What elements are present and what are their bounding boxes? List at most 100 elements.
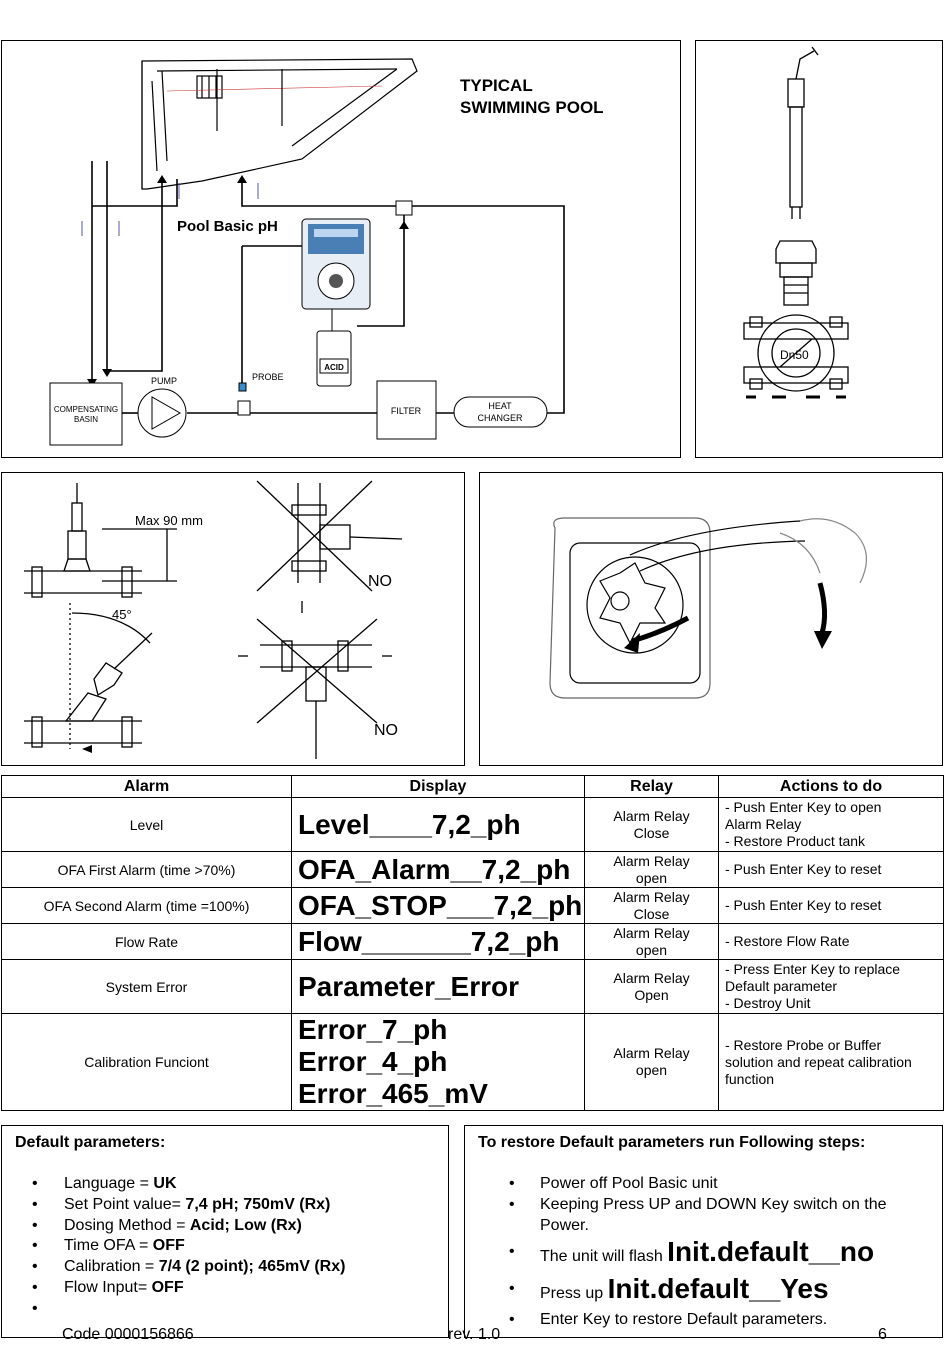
pool-illustration — [141, 58, 418, 190]
list-item: • Enter Key to restore Default parameters… — [465, 1310, 935, 1331]
probe-clamp-panel: Dn50 — [695, 40, 943, 458]
bullet-icon: • — [32, 1216, 38, 1234]
display-text: Level____7,2_ph — [298, 808, 521, 840]
step-text: Keeping Press UP and DOWN Key switch on … — [540, 1195, 887, 1213]
footer-page-number: 6 — [878, 1326, 887, 1343]
install-angle-drawing: Max 90 mm 45° NO NO — [24, 480, 403, 759]
header-actions: Actions to do — [718, 775, 944, 798]
compensating-basin — [49, 382, 123, 446]
list-item: • Time OFA = OFF — [2, 1236, 442, 1257]
relay-line: Alarm Relay — [613, 888, 690, 905]
display-text: Error_7_ph — [298, 1014, 448, 1045]
relay-line: open — [635, 869, 668, 886]
step-text: Press up — [540, 1285, 608, 1303]
restore-steps-title: To restore Default parameters run Follow… — [478, 1134, 866, 1151]
relay-line: Close — [633, 824, 670, 841]
display-text: OFA_Alarm__7,2_ph — [298, 853, 571, 885]
bullet-icon: • — [509, 1280, 515, 1298]
list-item: •Calibration = 7/4 (2 point); 465mV (Rx) — [2, 1257, 442, 1278]
display-text: OFA_STOP___7,2_ph — [298, 889, 583, 921]
diagram-title-1: TYPICAL — [460, 76, 533, 95]
pump-head-panel — [479, 472, 943, 766]
alarm-table: Alarm Display Relay Actions to do Level … — [1, 775, 944, 1111]
bullet-icon: • — [509, 1311, 515, 1329]
relay-line: Close — [633, 905, 670, 922]
wrong-install-label-2: NO — [374, 722, 398, 739]
display-text: Flow_______7,2_ph — [298, 925, 560, 957]
filter-box — [376, 380, 437, 440]
device-label: Pool Basic pH — [177, 218, 278, 235]
default-parameters-title: Default parameters: — [15, 1134, 166, 1151]
basin-label-1: COMPENSATING — [54, 405, 118, 414]
action-line: - Push Enter Key to open — [725, 799, 882, 815]
action-line: solution and repeat calibration — [725, 1053, 912, 1070]
alarm-cell: System Error — [1, 959, 292, 1014]
action-line: - Destroy Unit — [725, 995, 811, 1011]
action-line: - Push Enter Key to reset — [725, 897, 882, 913]
display-code-no: Init.default__no — [667, 1236, 875, 1268]
action-line: function — [725, 1070, 775, 1087]
param-label: Language = — [64, 1175, 154, 1192]
pump-icon — [137, 388, 187, 438]
bullet-icon: • — [509, 1175, 515, 1192]
probe-clamp-drawing: Dn50 — [743, 46, 849, 399]
pump-head-drawing — [549, 517, 867, 699]
step-text: Power off Pool Basic unit — [540, 1175, 718, 1192]
pool-diagram: ACID COMPENSATING BASIN PUMP PROBE FILTE… — [49, 58, 604, 446]
param-value: OFF — [152, 1237, 185, 1255]
install-angle-panel: Max 90 mm 45° NO NO — [1, 472, 465, 766]
relay-line: Alarm Relay — [613, 852, 690, 869]
action-line: - Restore Product tank — [725, 833, 866, 849]
bullet-icon: • — [509, 1195, 515, 1213]
param-value: Acid; Low (Rx) — [189, 1216, 302, 1234]
bullet-icon: • — [32, 1195, 38, 1213]
step-text: Enter Key to restore Default parameters. — [540, 1311, 828, 1329]
param-label: Time OFA = — [64, 1237, 153, 1255]
display-cell: Flow_______7,2_ph — [291, 923, 585, 960]
relay-line: Alarm Relay — [613, 969, 690, 986]
display-text: Parameter_Error — [298, 970, 520, 1002]
list-item: • Dosing Method = Acid; Low (Rx) — [2, 1216, 442, 1237]
pool-diagram-panel: ACID COMPENSATING BASIN PUMP PROBE FILTE… — [1, 40, 681, 458]
param-label: Dosing Method = — [64, 1216, 190, 1234]
display-cell: Parameter_Error — [291, 959, 585, 1014]
bullet-icon: • — [32, 1237, 38, 1255]
relay-line: Open — [634, 986, 669, 1003]
step-text: Power. — [540, 1216, 589, 1234]
list-item: •Language = UK — [2, 1174, 442, 1195]
acid-label: ACID — [324, 363, 344, 372]
heat-label-1: HEAT — [488, 401, 512, 411]
header-relay: Relay — [584, 775, 719, 798]
default-parameters-box: Default parameters: •Language = UK •Set … — [1, 1125, 449, 1338]
table-row: System Error Parameter_Error Alarm Relay… — [1, 959, 944, 1014]
display-cell: OFA_STOP___7,2_ph — [291, 887, 585, 924]
relay-line: Alarm Relay — [613, 807, 690, 824]
heat-changer — [453, 396, 548, 428]
heat-label-2: CHANGER — [477, 413, 523, 423]
probe-label: PROBE — [252, 372, 284, 382]
relay-line: Alarm Relay — [613, 1045, 690, 1061]
list-item: •The unit will flash Init.default__no — [465, 1236, 935, 1273]
list-item: •Flow Input= OFF — [2, 1278, 442, 1299]
actions-cell: - Push Enter Key to reset — [718, 887, 944, 924]
alarm-cell: OFA Second Alarm (time =100%) — [1, 887, 292, 924]
actions-cell: - Restore Flow Rate — [718, 923, 944, 960]
table-row: OFA First Alarm (time >70%) OFA_Alarm__7… — [1, 851, 944, 888]
pipe-tee — [395, 200, 413, 216]
display-cell: Level____7,2_ph — [291, 797, 585, 852]
bullet-icon: • — [32, 1258, 38, 1276]
relay-line: Alarm Relay — [613, 924, 690, 941]
alarm-cell: Flow Rate — [1, 923, 292, 960]
bullet-icon: • — [32, 1299, 38, 1317]
probe-holder — [237, 400, 251, 416]
param-label: Flow Input= — [64, 1278, 152, 1296]
